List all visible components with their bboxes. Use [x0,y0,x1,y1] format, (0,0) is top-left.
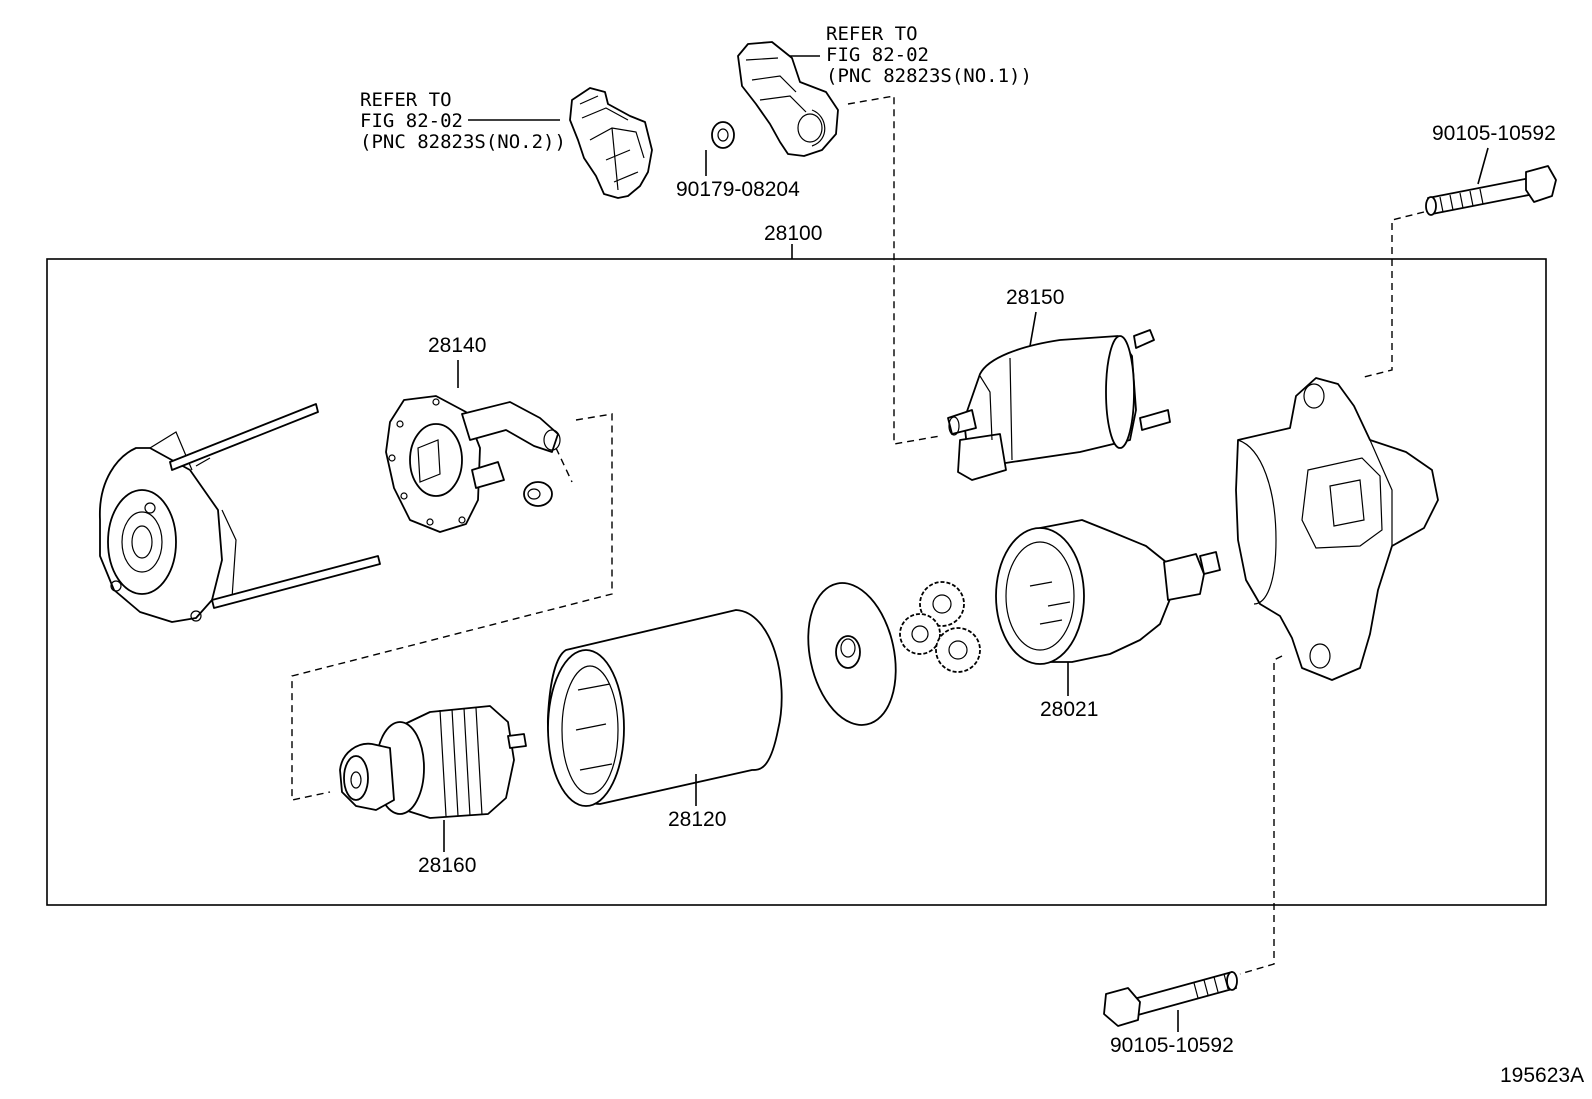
solenoid-drawing [947,329,1171,481]
part-number-28100: 28100 [764,222,822,245]
part-number-28160: 28160 [418,854,476,877]
planetary-gears-drawing [899,581,981,673]
bolt-top-drawing [1425,165,1557,216]
refer-no1-line1: REFER TO [826,23,918,45]
end-frame-drawing [99,403,381,623]
part-number-bolt-top: 90105-10592 [1432,122,1556,145]
part-number-28021: 28021 [1040,698,1098,721]
part-number-28150: 28150 [1006,286,1064,309]
figure-id: 195623A [1500,1064,1584,1087]
drive-housing-drawing [1235,377,1439,681]
refer-no1-line2: FIG 82-02 [826,44,929,66]
refer-no2-line3: (PNC 82823S(NO.2)) [360,131,566,153]
armature-drawing [339,705,527,819]
assembly-boundary-box [46,258,1547,906]
yoke-drawing [547,609,783,807]
part-number-28120: 28120 [668,808,726,831]
bolt-bottom-drawing [1103,971,1238,1027]
refer-no1-line3: (PNC 82823S(NO.1)) [826,65,1032,87]
plate-drawing [807,582,897,726]
refer-no2-line2: FIG 82-02 [360,110,463,132]
clutch-drawing [995,519,1221,665]
brush-holder-nut-drawing [523,481,553,507]
part-number-90179-08204: 90179-08204 [676,178,800,201]
refer-no2-line1: REFER TO [360,89,452,111]
refer-note-no2: REFER TO FIG 82-02 (PNC 82823S(NO.2)) [360,89,566,153]
connector-no2-drawing [569,87,653,199]
refer-note-no1: REFER TO FIG 82-02 (PNC 82823S(NO.1)) [826,23,1032,87]
nut-drawing [711,121,735,149]
connector-no1-drawing [737,41,839,157]
part-number-bolt-bottom: 90105-10592 [1110,1034,1234,1057]
part-number-28140: 28140 [428,334,486,357]
brush-holder-drawing [385,395,561,533]
